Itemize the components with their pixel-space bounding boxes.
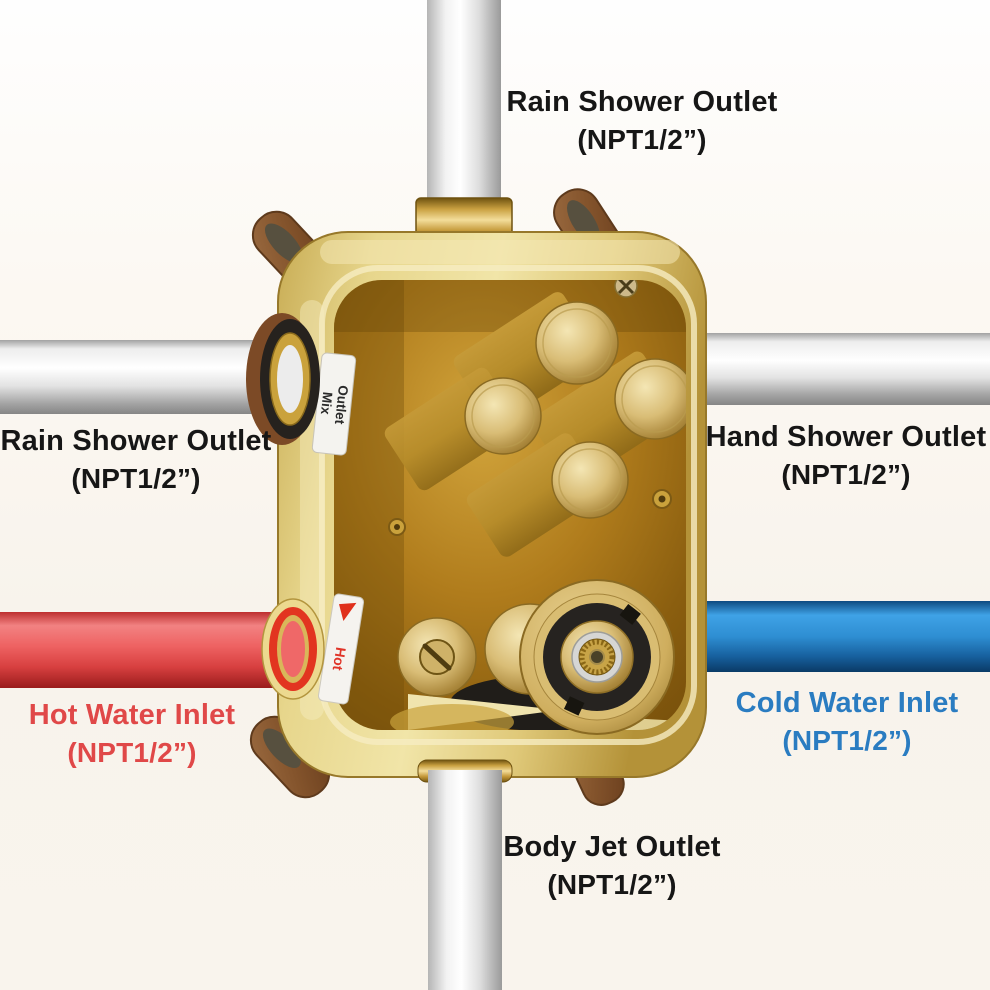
label-name: Rain Shower Outlet (506, 86, 778, 118)
stem-splines (579, 639, 615, 675)
valve-body-top-highlight (320, 240, 680, 264)
port-plug-right (614, 358, 686, 440)
cover-screw (614, 280, 638, 298)
outlet-mix-text-line2: Mix (318, 391, 335, 415)
label-rain-shower-outlet-left: Rain Shower Outlet (NPT1/2”) (0, 423, 272, 497)
label-name: Rain Shower Outlet (0, 425, 272, 457)
label-name: Hand Shower Outlet (705, 421, 987, 453)
port-plugs (464, 301, 686, 519)
label-body-jet-outlet: Body Jet Outlet (NPT1/2”) (452, 829, 772, 903)
hot-arrow-icon (338, 602, 357, 622)
label-spec: (NPT1/2”) (781, 459, 911, 490)
hot-sticker: Hot (317, 593, 365, 705)
mounting-ear-bottom-left (249, 715, 331, 799)
mixer-cartridge (519, 579, 675, 735)
top-outlet-pipe (427, 0, 501, 214)
hot-inlet-port (261, 598, 325, 700)
label-hand-shower-outlet: Hand Shower Outlet (NPT1/2”) (700, 419, 990, 493)
label-spec: (NPT1/2”) (547, 869, 677, 900)
label-name: Cold Water Inlet (735, 687, 959, 719)
right-outlet-pipe (700, 333, 990, 405)
port-plug-bottom (551, 441, 629, 519)
interior-bottom-brass (390, 704, 514, 730)
label-cold-water-inlet: Cold Water Inlet (NPT1/2”) (702, 685, 990, 759)
label-name: Body Jet Outlet (503, 831, 721, 863)
stem-screw-hole (589, 649, 605, 665)
label-spec: (NPT1/2”) (67, 737, 197, 768)
valve-opening-lip (319, 265, 697, 745)
hot-sticker-text: Hot (330, 646, 350, 672)
bottom-outlet-pipe (428, 770, 502, 990)
label-rain-shower-outlet-top: Rain Shower Outlet (NPT1/2”) (462, 84, 822, 158)
pilot-hole-right (652, 489, 672, 509)
outlet-mix-text-line1: Outlet (332, 385, 351, 426)
pilot-hole-left (388, 518, 406, 536)
label-spec: (NPT1/2”) (782, 725, 912, 756)
label-name: Hot Water Inlet (28, 699, 236, 731)
port-plug-left (464, 377, 542, 455)
port-plug-top (535, 301, 619, 385)
label-hot-water-inlet: Hot Water Inlet (NPT1/2”) (0, 697, 264, 771)
label-spec: (NPT1/2”) (71, 463, 201, 494)
hot-inlet-pipe (0, 612, 296, 688)
mix-outlet-port (246, 313, 320, 445)
label-spec: (NPT1/2”) (577, 124, 707, 155)
cold-inlet-pipe (700, 601, 990, 672)
